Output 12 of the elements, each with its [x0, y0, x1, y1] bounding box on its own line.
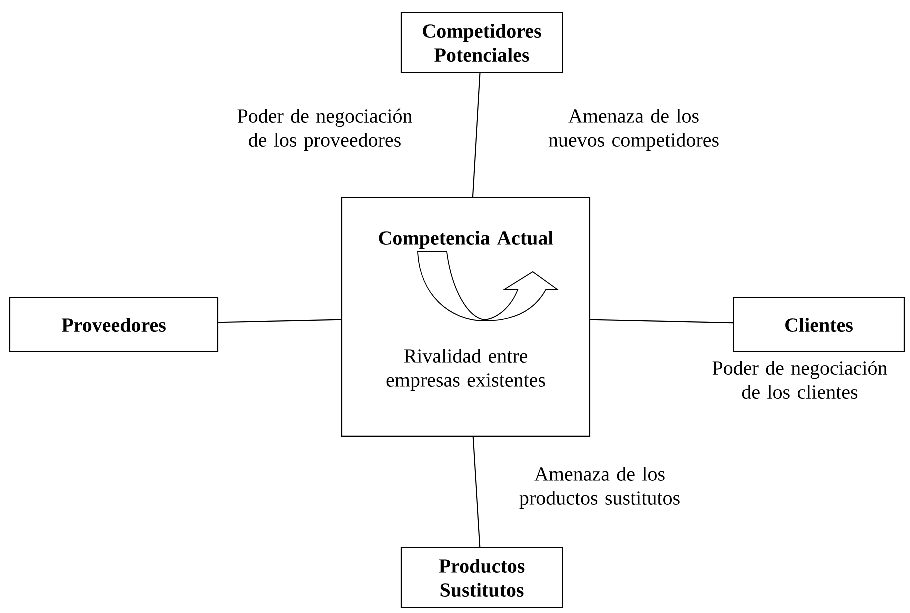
force-label: Amenaza de los nuevos competidores: [548, 108, 719, 152]
force-box: Clientes: [733, 297, 905, 353]
force-label: Amenaza de los productos sustitutos: [520, 466, 680, 510]
force-box: Productos Sustitutos: [400, 547, 564, 609]
connector-line: [472, 74, 481, 198]
connector-line: [472, 436, 481, 548]
force-box: Proveedores: [9, 297, 219, 353]
force-label: Poder de negociación de los proveedores: [238, 108, 412, 152]
connector-line: [590, 319, 734, 324]
competition-box: Competencia Actual Rivalidad entre empresas existentes: [341, 197, 591, 437]
connector-line: [218, 319, 342, 324]
force-box: Competidores Potenciales: [400, 12, 564, 74]
